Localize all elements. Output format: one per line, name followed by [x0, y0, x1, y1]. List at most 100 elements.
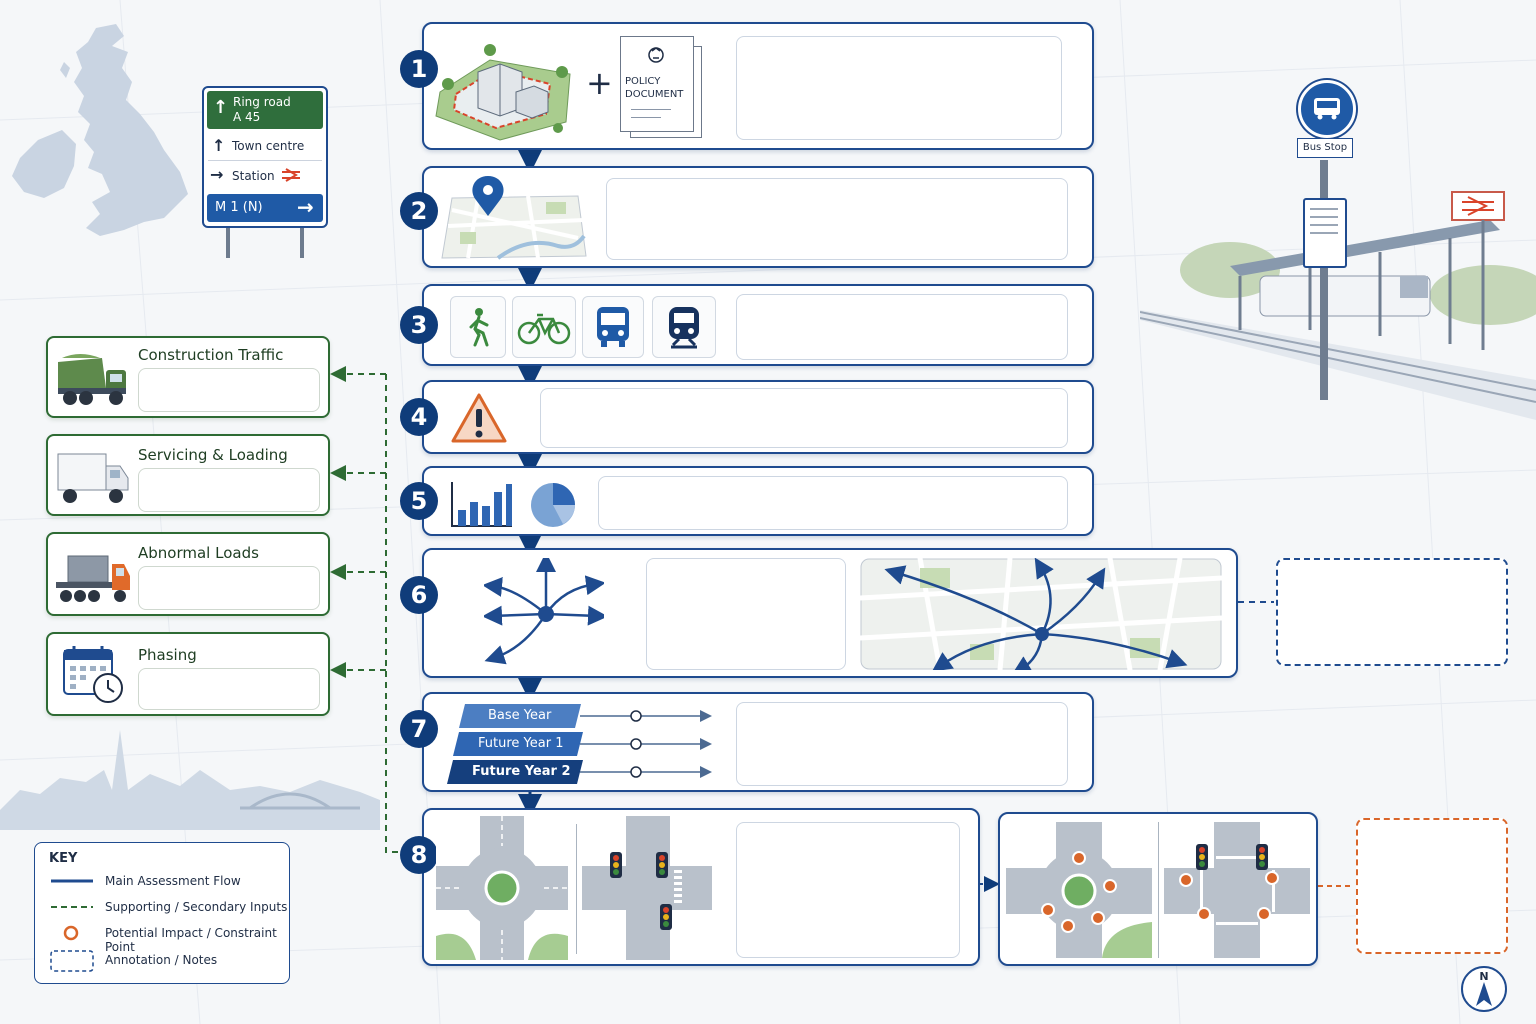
- step-3-number: 3: [400, 306, 438, 344]
- rail-mode-tile: [652, 296, 716, 358]
- step-6-number: 6: [400, 576, 438, 614]
- location-map-icon: [441, 176, 587, 260]
- abnormal-loads-card: Abnormal Loads: [46, 532, 330, 616]
- step-7-panel: 7 Base Year Future Year 1 Future Year 2: [400, 692, 1094, 792]
- trip-distribution-icon: [484, 558, 604, 665]
- north-arrow-icon: [1476, 982, 1492, 1006]
- road-sign: ↑ Ring road A 45 ↑ Town centre → Station…: [202, 86, 328, 228]
- signal-junction-impact-icon: [1164, 822, 1310, 958]
- construction-traffic-label: Construction Traffic: [138, 346, 284, 364]
- north-arrow: N: [1461, 966, 1507, 1012]
- step-5-panel: 5: [400, 466, 1094, 536]
- phasing-label: Phasing: [138, 646, 197, 664]
- uk-map-icon: [12, 24, 188, 236]
- servicing-loading-label: Servicing & Loading: [138, 446, 288, 464]
- step-3-panel: 3: [400, 284, 1094, 366]
- bus-stop-label: Bus Stop: [1297, 138, 1353, 158]
- roundabout-junction-icon: [436, 816, 568, 960]
- plus-icon: +: [586, 64, 613, 102]
- bar-chart-icon: [451, 482, 512, 527]
- phasing-notes-box[interactable]: [138, 668, 320, 710]
- step-6-notes-box[interactable]: [646, 558, 846, 670]
- crest-icon: [648, 47, 664, 63]
- walking-mode-tile: [450, 296, 506, 358]
- legend-impact-point: Potential Impact / Constraint Point: [105, 926, 277, 954]
- legend-main-flow: Main Assessment Flow: [105, 874, 241, 888]
- station-text: Station: [232, 169, 275, 183]
- calendar-clock-icon: [63, 646, 123, 703]
- step-8-notes-box[interactable]: [736, 822, 960, 958]
- step-1-panel: 1 + POLICY DOCUMENT: [400, 22, 1094, 150]
- policy-document-label: POLICY DOCUMENT: [625, 76, 684, 100]
- step-5-notes-box[interactable]: [598, 476, 1068, 530]
- future-year-1-tag: Future Year 1: [453, 732, 583, 756]
- site-plan-icon: [435, 44, 571, 141]
- north-label: N: [1479, 970, 1489, 983]
- station-illustration: [1140, 160, 1536, 420]
- step-8-panel: 8: [400, 808, 980, 966]
- train-icon: [669, 307, 699, 349]
- delivery-truck-icon: [57, 453, 129, 503]
- legend-secondary-inputs: Supporting / Secondary Inputs: [105, 900, 288, 914]
- walking-icon: [469, 308, 489, 347]
- step-1-notes-box[interactable]: [736, 36, 1062, 140]
- step-4-number: 4: [400, 398, 438, 436]
- step-2-notes-box[interactable]: [606, 178, 1068, 260]
- ring-road-text: Ring road: [233, 95, 291, 109]
- step-6-annotation-box[interactable]: [1276, 558, 1508, 666]
- motorway-panel: M 1 (N) →: [207, 194, 323, 222]
- distribution-map-icon: [860, 558, 1222, 670]
- step-6-panel: 6: [400, 548, 1238, 678]
- motorway-text: M 1 (N): [215, 200, 263, 215]
- ring-road-number: A 45: [233, 110, 261, 124]
- construction-traffic-card: Construction Traffic: [46, 336, 330, 418]
- phasing-card: Phasing: [46, 632, 330, 716]
- step-4-notes-box[interactable]: [540, 388, 1068, 448]
- bus-stop-sign: [1298, 80, 1356, 138]
- step-2-panel: 2: [400, 166, 1094, 268]
- bus-icon: [1314, 98, 1340, 120]
- heavy-load-truck-icon: [56, 555, 130, 602]
- step-8-number: 8: [400, 836, 438, 874]
- base-year-tag: Base Year: [459, 704, 581, 728]
- step-7-notes-box[interactable]: [736, 702, 1068, 786]
- servicing-loading-notes-box[interactable]: [138, 468, 320, 512]
- dump-truck-icon: [58, 354, 126, 405]
- right-arrow-icon: →: [297, 195, 314, 219]
- bus-icon: [597, 307, 629, 347]
- pie-chart-icon: [531, 483, 575, 527]
- construction-traffic-notes-box[interactable]: [138, 368, 320, 412]
- roundabout-impact-icon: [1006, 822, 1152, 958]
- forecast-timelines: [580, 710, 712, 778]
- step-8-impact-panel: [998, 812, 1318, 966]
- step-8-impact-annotation-box[interactable]: [1356, 818, 1508, 954]
- town-skyline: [0, 730, 380, 830]
- right-arrow-icon: →: [210, 165, 224, 184]
- legend-title: KEY: [49, 851, 78, 866]
- step-4-panel: 4: [400, 380, 1094, 454]
- step-7-number: 7: [400, 710, 438, 748]
- up-arrow-icon: ↑: [212, 136, 226, 155]
- future-year-2-tag: Future Year 2: [447, 760, 583, 784]
- step-3-notes-box[interactable]: [736, 294, 1068, 360]
- signalised-junction-icon: [582, 816, 712, 960]
- abnormal-loads-notes-box[interactable]: [138, 566, 320, 610]
- legend-annotation: Annotation / Notes: [105, 953, 218, 967]
- warning-icon: [451, 393, 507, 443]
- up-arrow-icon: ↑: [213, 97, 229, 118]
- timetable-board: [1303, 198, 1347, 268]
- bicycle-icon: [517, 313, 571, 345]
- rail-symbol-icon: [282, 168, 300, 182]
- abnormal-loads-label: Abnormal Loads: [138, 544, 259, 562]
- legend-swatches: [50, 879, 94, 972]
- policy-document-icon: POLICY DOCUMENT: [620, 36, 702, 138]
- cycling-mode-tile: [512, 296, 576, 358]
- town-centre-text: Town centre: [232, 139, 305, 153]
- ring-road-panel: ↑ Ring road A 45: [207, 91, 323, 129]
- step-1-number: 1: [400, 50, 438, 88]
- servicing-loading-card: Servicing & Loading: [46, 434, 330, 516]
- bus-mode-tile: [582, 296, 644, 358]
- step-5-number: 5: [400, 482, 438, 520]
- step-2-number: 2: [400, 192, 438, 230]
